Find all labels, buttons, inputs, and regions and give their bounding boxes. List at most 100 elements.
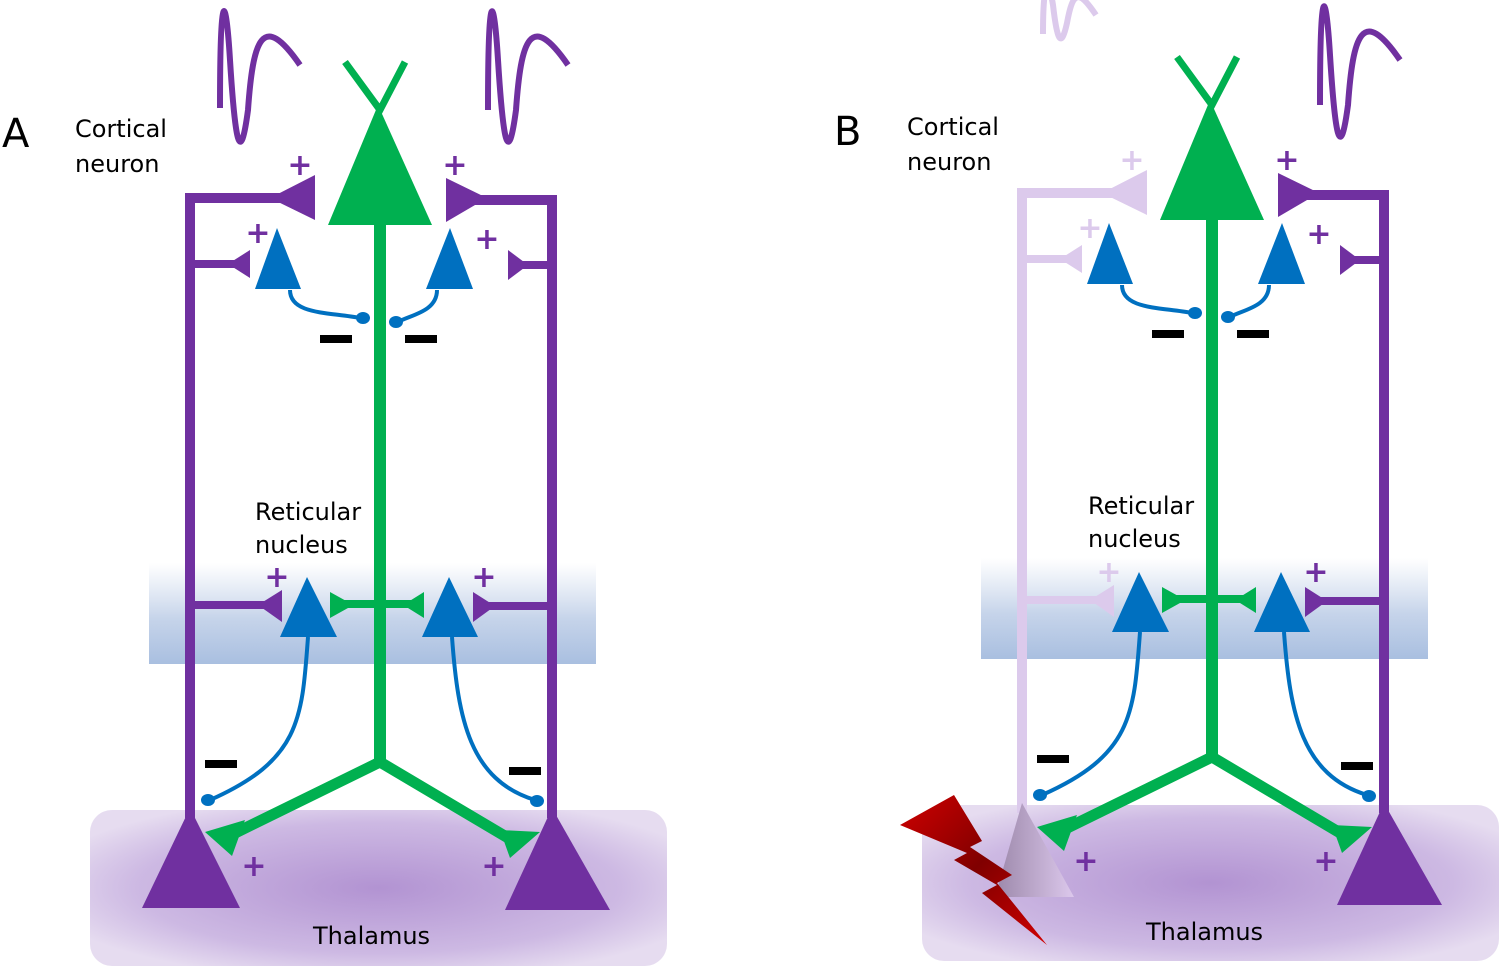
inhibitory-sign bbox=[1237, 330, 1269, 338]
lightning-bolt-icon bbox=[900, 795, 1047, 945]
inhibitory-terminal-right bbox=[1221, 311, 1235, 323]
reticular-neuron-right bbox=[1254, 572, 1310, 632]
collateral-terminal-right bbox=[408, 592, 424, 618]
reticular-axon-right bbox=[450, 636, 536, 802]
cortical-apical-dendrite bbox=[1174, 54, 1241, 112]
axon-branches bbox=[1054, 752, 1355, 845]
inhibitory-terminal-thalamic-left bbox=[1033, 789, 1047, 801]
excitatory-sign: + bbox=[241, 849, 266, 884]
thalamus-label: Thalamus bbox=[1145, 918, 1263, 946]
synapse-left-cortical bbox=[270, 175, 315, 220]
reticular-nucleus-region bbox=[981, 558, 1428, 659]
excitatory-sign: + bbox=[245, 216, 270, 251]
panel-a-labels: A Cortical neuron Reticular nucleus Thal… bbox=[2, 111, 430, 950]
inhibitory-terminal-thalamic-right bbox=[1362, 790, 1376, 802]
cortical-pyramidal-neuron bbox=[328, 105, 432, 225]
synapse-terminal-right bbox=[500, 830, 540, 858]
synapse-left-interneuron bbox=[1060, 245, 1082, 273]
spike-waveform-right bbox=[1317, 3, 1403, 140]
inhibitory-sign bbox=[405, 335, 437, 343]
cortical-interneuron-left bbox=[255, 228, 301, 289]
cortical-interneuron-right bbox=[426, 228, 473, 289]
excitatory-sign: + bbox=[1306, 217, 1331, 252]
excitatory-sign: + bbox=[1313, 844, 1338, 879]
synapse-terminal-right bbox=[1332, 825, 1372, 853]
excitatory-sign: + bbox=[1096, 555, 1121, 590]
collateral-terminal-left bbox=[330, 592, 348, 618]
synapse-terminal-left bbox=[1037, 815, 1077, 851]
inhibitory-sign bbox=[1037, 755, 1069, 763]
inhibitory-terminal-thalamic-right bbox=[530, 795, 544, 807]
synapse-right-reticular bbox=[1305, 587, 1327, 617]
thalamocortical-axon-left bbox=[185, 193, 300, 818]
cortical-apical-dendrite bbox=[342, 59, 409, 117]
thalamic-relay-neuron-left bbox=[142, 808, 240, 908]
inhibitory-terminal-thalamic-left bbox=[201, 794, 215, 806]
synapse-left-reticular bbox=[1090, 585, 1114, 617]
reticular-nucleus-label-line2: nucleus bbox=[1088, 525, 1181, 553]
inhibitory-sign bbox=[509, 767, 541, 775]
excitatory-sign: + bbox=[1303, 555, 1328, 590]
excitatory-sign: + bbox=[1077, 211, 1102, 246]
synapse-left-reticular bbox=[258, 590, 282, 622]
inhibitory-terminal-left bbox=[1188, 307, 1202, 319]
cortical-interneuron-left bbox=[1087, 223, 1133, 284]
excitatory-sign: + bbox=[481, 849, 506, 884]
interneuron-axon-right bbox=[396, 289, 439, 324]
thalamocortical-axon-right bbox=[1297, 190, 1389, 813]
excitatory-sign: + bbox=[442, 148, 467, 183]
reticular-neuron-right bbox=[422, 577, 478, 637]
inhibitory-sign bbox=[205, 760, 237, 768]
cortical-interneuron-right bbox=[1258, 223, 1305, 284]
interneuron-axon-right bbox=[1228, 284, 1271, 319]
excitatory-sign: + bbox=[1119, 143, 1144, 178]
inhibitory-sign bbox=[320, 335, 352, 343]
panel-letter-a: A bbox=[2, 111, 30, 157]
synapse-right-cortical bbox=[446, 178, 487, 222]
synapse-left-cortical bbox=[1102, 170, 1147, 215]
excitatory-sign: + bbox=[287, 148, 312, 183]
reticular-neuron-left bbox=[280, 577, 337, 637]
reticular-nucleus-label-line1: Reticular bbox=[1088, 492, 1194, 520]
axon-branches bbox=[222, 757, 523, 850]
interneuron-axon-left bbox=[288, 289, 361, 320]
reticular-nucleus-label-line2: nucleus bbox=[255, 531, 348, 559]
collateral-terminal-left bbox=[1162, 587, 1180, 613]
cortical-neuron-label-line2: neuron bbox=[75, 150, 159, 178]
reticular-nucleus-region bbox=[149, 563, 596, 664]
thalamocortical-axon-right bbox=[465, 195, 557, 818]
reticular-neuron-left bbox=[1112, 572, 1169, 632]
cortical-neuron-label-line1: Cortical bbox=[75, 115, 167, 143]
panel-b-labels: B Cortical neuron Reticular nucleus Thal… bbox=[834, 109, 1263, 946]
spike-waveform-right bbox=[485, 8, 571, 145]
excitatory-sign: + bbox=[471, 560, 496, 595]
thalamic-relay-neuron-right bbox=[1337, 803, 1442, 905]
reticular-axon-left bbox=[209, 636, 310, 802]
thalamic-relay-neuron-left bbox=[995, 803, 1074, 897]
thalamus-label: Thalamus bbox=[312, 922, 430, 950]
thalamic-relay-neuron-right bbox=[505, 808, 610, 910]
excitatory-sign: + bbox=[1073, 844, 1098, 879]
cortical-neuron-label-line1: Cortical bbox=[907, 113, 999, 141]
panel-letter-b: B bbox=[834, 109, 861, 155]
interneuron-axon-left bbox=[1120, 284, 1193, 315]
panel-a: ++++++++ bbox=[90, 8, 667, 966]
inhibitory-sign bbox=[1341, 762, 1373, 770]
synapse-right-interneuron bbox=[508, 250, 528, 280]
reticular-axon-left bbox=[1041, 631, 1142, 797]
spike-waveform-left bbox=[1040, 0, 1099, 42]
synapse-right-reticular bbox=[473, 592, 495, 622]
excitatory-sign: + bbox=[1274, 143, 1299, 178]
reticular-axon-right bbox=[1282, 631, 1368, 797]
synapse-right-interneuron bbox=[1340, 245, 1360, 275]
thalamocortical-axon-left bbox=[1017, 188, 1132, 813]
panel-b: + + + + + + + + bbox=[900, 0, 1499, 961]
cortical-pyramidal-neuron bbox=[1160, 100, 1264, 220]
synapse-terminal-left bbox=[205, 820, 245, 856]
cortical-neuron-label-line2: neuron bbox=[907, 148, 991, 176]
inhibitory-sign bbox=[1152, 330, 1184, 338]
inhibitory-terminal-right bbox=[389, 316, 403, 328]
excitatory-sign: + bbox=[264, 560, 289, 595]
